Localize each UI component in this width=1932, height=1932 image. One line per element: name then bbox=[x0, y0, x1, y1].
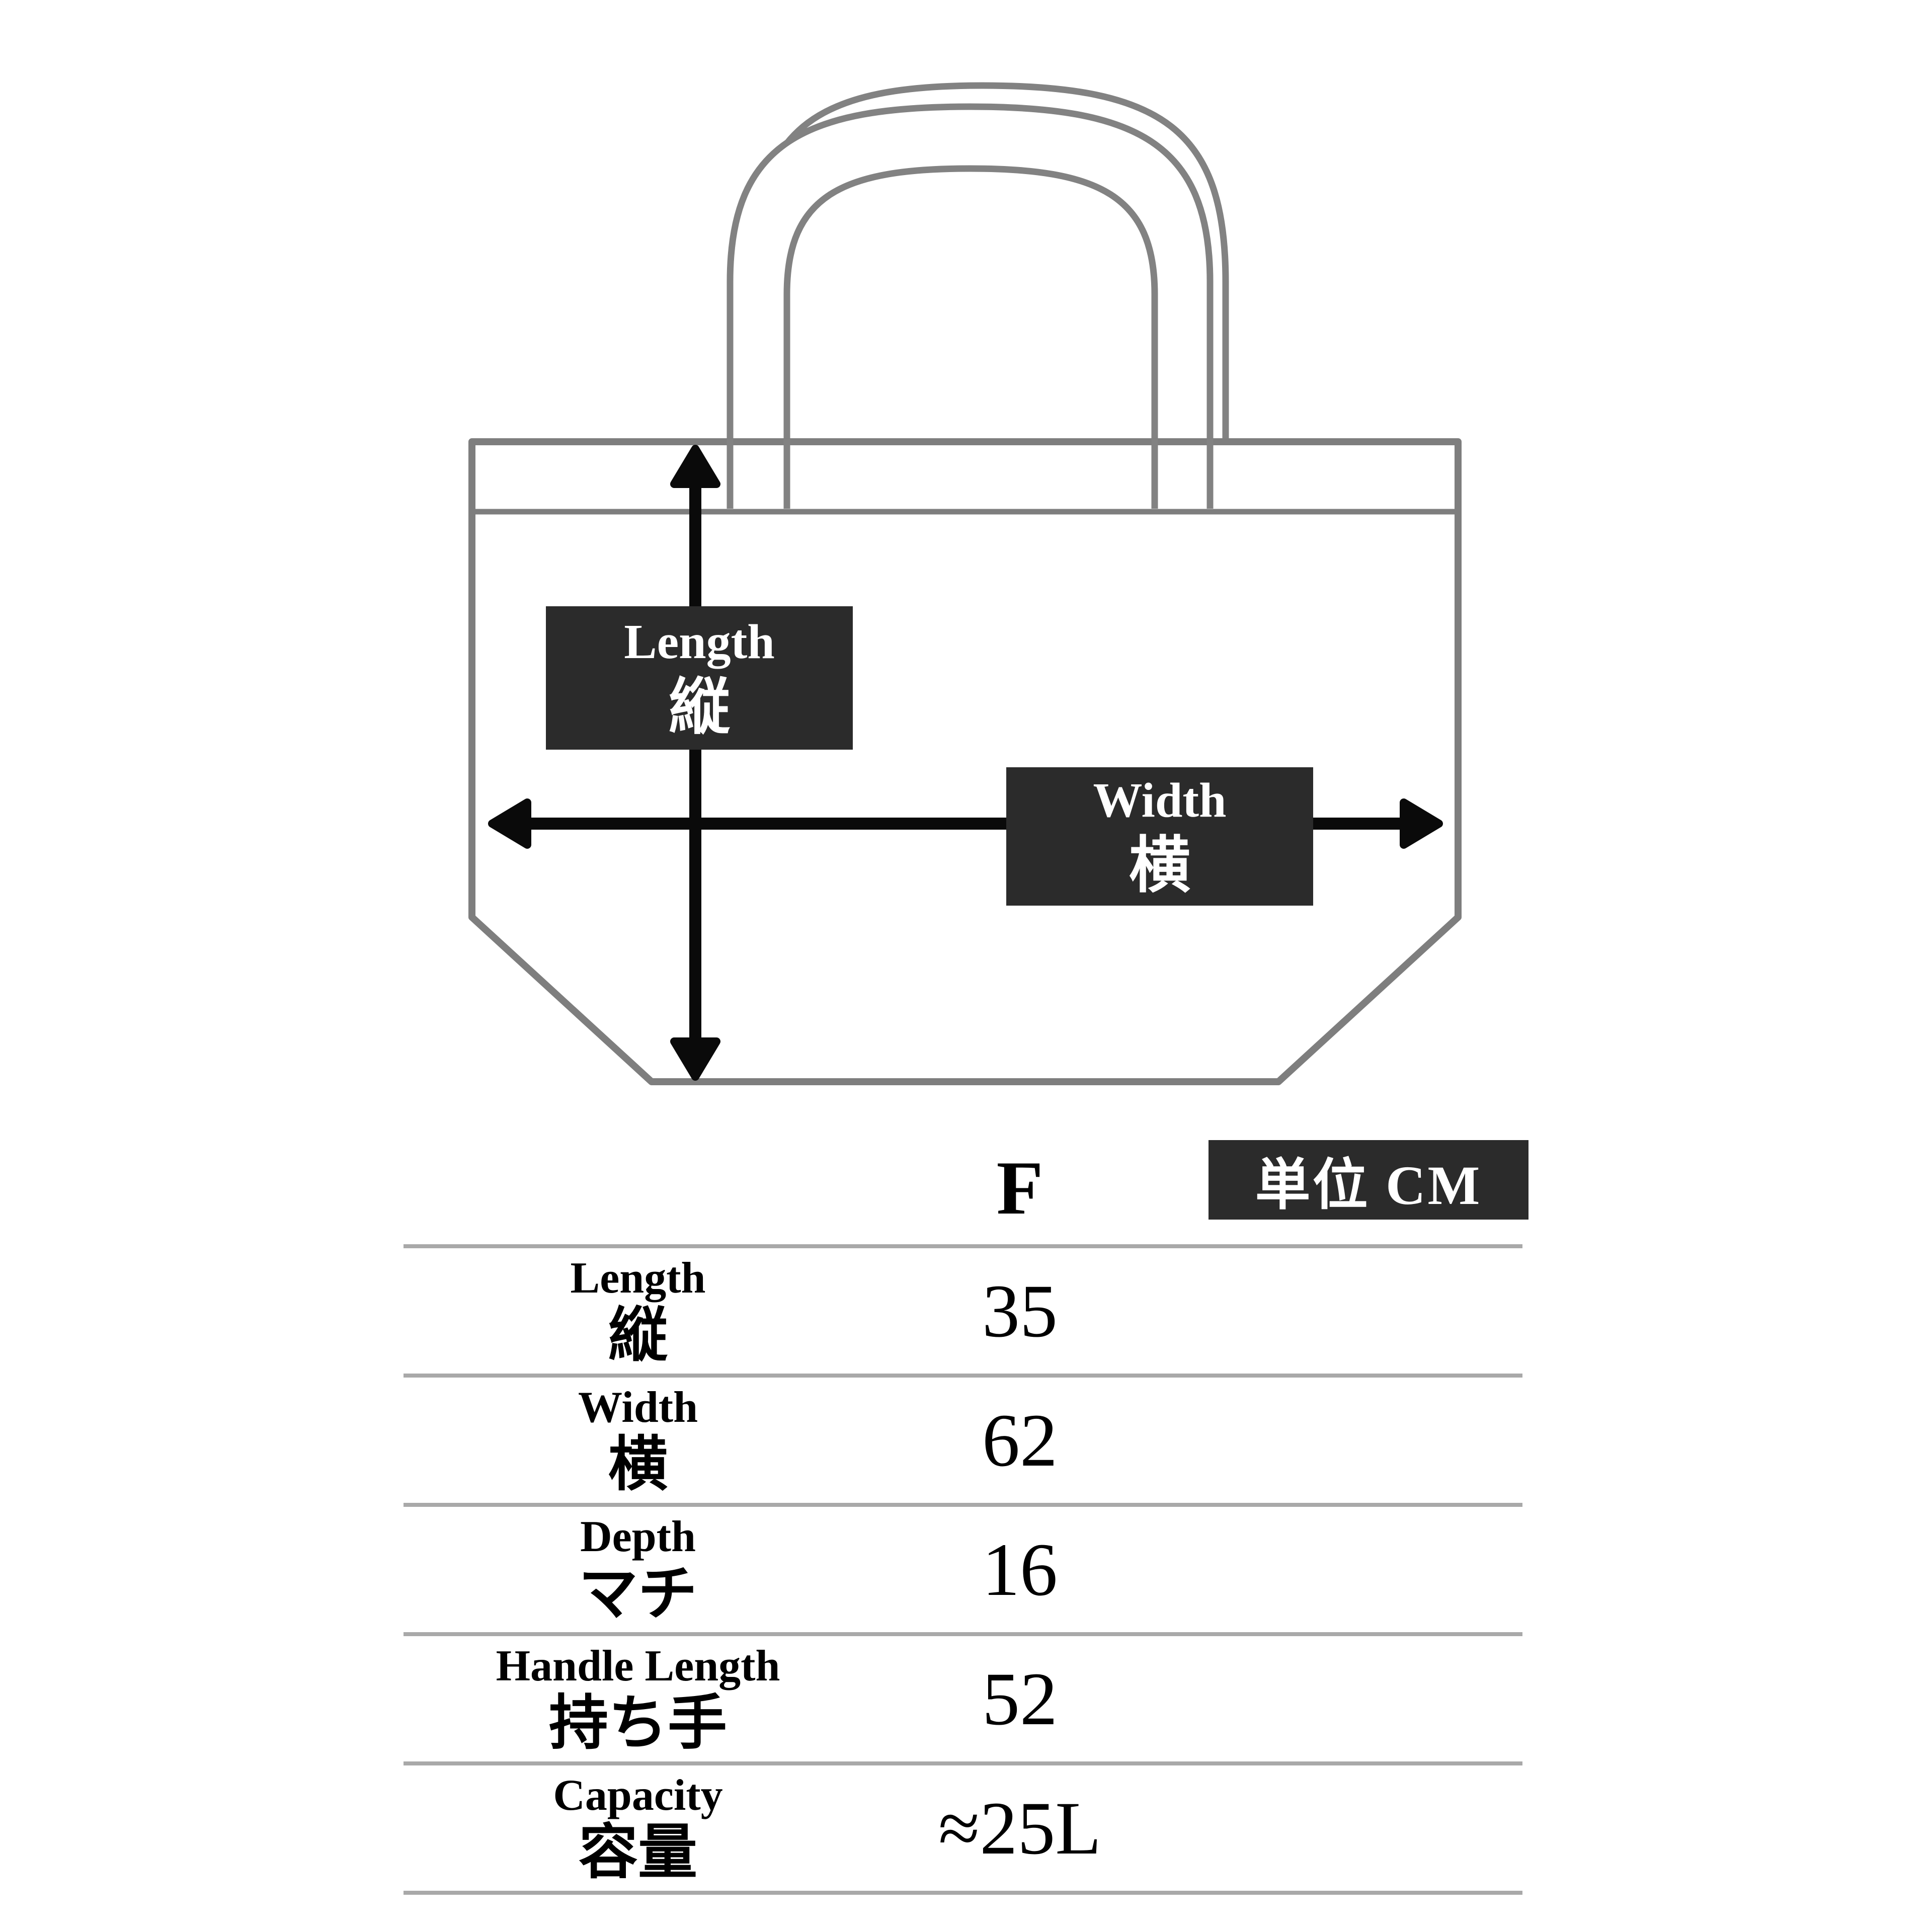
row-value: 16 bbox=[982, 1527, 1058, 1612]
table-rule bbox=[404, 1244, 1522, 1248]
row-label: Width 横 bbox=[404, 1378, 872, 1503]
length-label-en: Length bbox=[624, 615, 775, 670]
size-column-header: F bbox=[996, 1146, 1043, 1230]
row-label-en: Width bbox=[578, 1383, 698, 1432]
table-rule bbox=[404, 1632, 1522, 1636]
row-label: Capacity 容量 bbox=[404, 1765, 872, 1891]
table-rule bbox=[404, 1503, 1522, 1507]
length-label-box: Length 縦 bbox=[546, 606, 853, 750]
table-rule bbox=[404, 1761, 1522, 1765]
row-label-ja: 縦 bbox=[608, 1302, 668, 1369]
row-value: 35 bbox=[982, 1269, 1058, 1353]
row-label-ja: 持ち手 bbox=[548, 1690, 727, 1757]
row-label-en: Depth bbox=[580, 1512, 696, 1562]
row-label: Length 縦 bbox=[404, 1248, 872, 1374]
units-badge: 単位 CM bbox=[1209, 1140, 1528, 1220]
bag-handle-strap-segments bbox=[727, 439, 1214, 509]
width-label-en: Width bbox=[1093, 773, 1227, 828]
table-row: Depth マチ 16 bbox=[404, 1507, 1522, 1632]
row-label: Handle Length 持ち手 bbox=[404, 1636, 872, 1761]
bag-front-handle-inner-outline bbox=[783, 165, 1158, 511]
row-label-en: Handle Length bbox=[496, 1642, 780, 1691]
row-label-en: Capacity bbox=[553, 1771, 723, 1820]
row-label-en: Length bbox=[570, 1254, 706, 1303]
length-label-ja: 縦 bbox=[669, 673, 730, 742]
row-label-ja: マチ bbox=[578, 1561, 697, 1628]
table-rule bbox=[404, 1374, 1522, 1378]
table-row: Capacity 容量 ≈25L bbox=[404, 1765, 1522, 1891]
table-rule bbox=[404, 1891, 1522, 1895]
width-label-ja: 横 bbox=[1129, 831, 1190, 900]
row-label-ja: 横 bbox=[608, 1431, 668, 1498]
length-dimension-arrow bbox=[670, 445, 720, 1081]
row-label-ja: 容量 bbox=[578, 1819, 697, 1886]
bag-front-handle-outer-outline bbox=[727, 103, 1214, 511]
row-value: ≈25L bbox=[938, 1786, 1101, 1870]
bag-body-outline bbox=[468, 438, 1462, 1085]
row-label: Depth マチ bbox=[404, 1507, 872, 1632]
width-label-box: Width 横 bbox=[1006, 767, 1313, 906]
table-row: Width 横 62 bbox=[404, 1378, 1522, 1503]
row-value: 52 bbox=[982, 1657, 1058, 1741]
row-value: 62 bbox=[982, 1398, 1058, 1482]
table-row: Handle Length 持ち手 52 bbox=[404, 1636, 1522, 1761]
table-row: Length 縦 35 bbox=[404, 1248, 1522, 1374]
